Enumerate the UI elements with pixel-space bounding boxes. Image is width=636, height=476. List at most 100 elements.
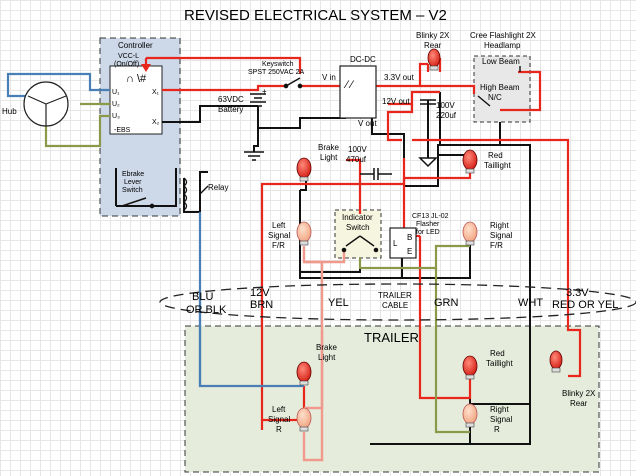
capacitor-2-label-2: 470uf [346,155,367,164]
battery-plus: + [262,87,267,96]
diagram-title: REVISED ELECTRICAL SYSTEM – V2 [184,7,447,24]
controller-onoff: (On/Off) [114,61,139,68]
bulb-blinky-front [427,48,441,71]
dcdc-symbol: ∕ ∕ [343,79,355,91]
flasher-label-1: CF13 JL-02 [412,213,449,220]
keyswitch-label-2: SPST 250VAC 2A [248,69,304,76]
headlamp-label-2: Headlamp [484,41,521,50]
cable-label-blu: BLU [192,291,213,303]
capacitor-1-symbol [420,99,436,105]
trailer-title: TRAILER [364,330,419,345]
bulb-tail-trailer [462,355,478,380]
trailer-right-label-3: R [494,425,500,434]
yel-wires [302,246,346,462]
cable-label-grn: GRN [434,297,459,309]
flasher-label-2: Flasher [416,221,440,228]
right-front-label-3: F/R [490,241,503,250]
controller-inner [109,65,163,135]
indicator-label-1: Indicator [342,213,373,222]
controller-x2: X₂ [152,119,160,126]
trailer-blinky-label-2: Rear [570,399,588,408]
red-arrow-head [141,64,151,72]
cable-label-yel: YEL [328,297,349,309]
hub-motor [23,81,69,127]
cable-label-redoryel: RED OR YEL [552,299,618,311]
controller-u1: U₁ [112,89,120,96]
olive-wires [44,102,470,434]
trailer-left-label-1: Left [272,405,286,414]
dcdc-out33: 3.3V out [384,73,415,82]
cable-label-orblk: OR BLK [186,304,227,316]
ebrake-switch-symbol [116,197,155,209]
indicator-label-2: Switch [346,223,370,232]
flasher-label-3: for LED [416,229,440,236]
trailer-left-label-2: Signal [268,415,290,424]
cable-label-wht: WHT [518,297,543,309]
cable-label-trailer-2: CABLE [382,301,408,310]
trailer-tail-label-2: Taillight [486,359,513,368]
trailer-cable-ellipse [159,283,636,321]
battery-label-1: 63VDC [218,95,244,104]
controller-u3: U₃ [112,113,120,120]
controller-x1: X₁ [152,89,160,96]
right-front-label-2: Signal [490,231,512,240]
tail-front-label-2: Taillight [484,161,511,170]
dcdc-title: DC-DC [350,55,376,64]
indicator-switch-symbol [341,235,379,253]
trailer-tail-label-1: Red [490,349,505,358]
bulb-left-front [296,221,312,246]
bulb-right-trailer [462,403,478,428]
left-front-label-1: Left [272,221,286,230]
battery-label-2: Battery [218,105,243,114]
ebrake-label-2: Lever [124,179,142,186]
trailer-right-label-2: Signal [490,415,512,424]
bulb-brake-front [296,157,312,182]
headlamp-high-1: High Beam [480,83,520,92]
keyswitch-label-1: Keyswitch [262,61,294,68]
cable-label-12v: 12V [250,287,270,299]
cable-label-brn: BRN [250,299,273,311]
trailer-blinky-label-1: Blinky 2X [562,389,596,398]
flasher-pin-e: E [407,247,412,256]
dcdc-vout: V out [358,119,377,128]
battery-symbol [250,93,266,107]
headlamp-label-1: Cree Flashlight 2X [470,31,536,40]
flasher-pin-l: L [393,239,398,248]
bulb-right-front [462,221,478,246]
capacitor-1-label-2: 220uf [436,111,457,120]
trailer-brake-label-1: Brake [316,343,337,352]
headlamp-high-2: N/C [488,93,502,102]
trailer-right-label-1: Right [490,405,509,414]
brake-front-label-2: Light [320,153,338,162]
flasher-box [389,227,417,259]
capacitor-1-label-1: 100V [436,101,455,110]
ebrake-label-3: Switch [122,187,143,194]
right-front-label-1: Right [490,221,509,230]
relay-coil-symbol [182,177,209,211]
bulb-left-trailer [296,407,312,432]
left-front-label-3: F/R [272,241,285,250]
bulb-brake-trailer [296,361,312,386]
dcdc-vin: V in [322,73,336,82]
ground-icon-dcdc [418,157,438,168]
bulb-tail-front [462,149,478,174]
controller-vcc: VCC-L [118,53,139,60]
ground-icon-battery [244,151,264,161]
brake-front-label-1: Brake [318,143,339,152]
trailer-box [184,325,600,473]
cable-label-33v: 3.3V [566,287,589,299]
ebrake-label-1: Ebrake [122,171,144,178]
dcdc-box [339,65,377,119]
flasher-pin-b: B [407,233,412,242]
controller-symbol: ∩ \# [126,73,147,85]
keyswitch-symbol [283,77,303,89]
blinky-front-label-2: Rear [424,41,442,50]
trailer-brake-label-2: Light [318,353,336,362]
hub-label: Hub [2,107,17,116]
dcdc-out12: 12V out [382,97,410,106]
relay-label: Relay [208,183,228,192]
capacitor-2-symbol [360,168,392,180]
trailer-left-label-3: R [276,425,282,434]
controller-u2: U₂ [112,101,120,108]
